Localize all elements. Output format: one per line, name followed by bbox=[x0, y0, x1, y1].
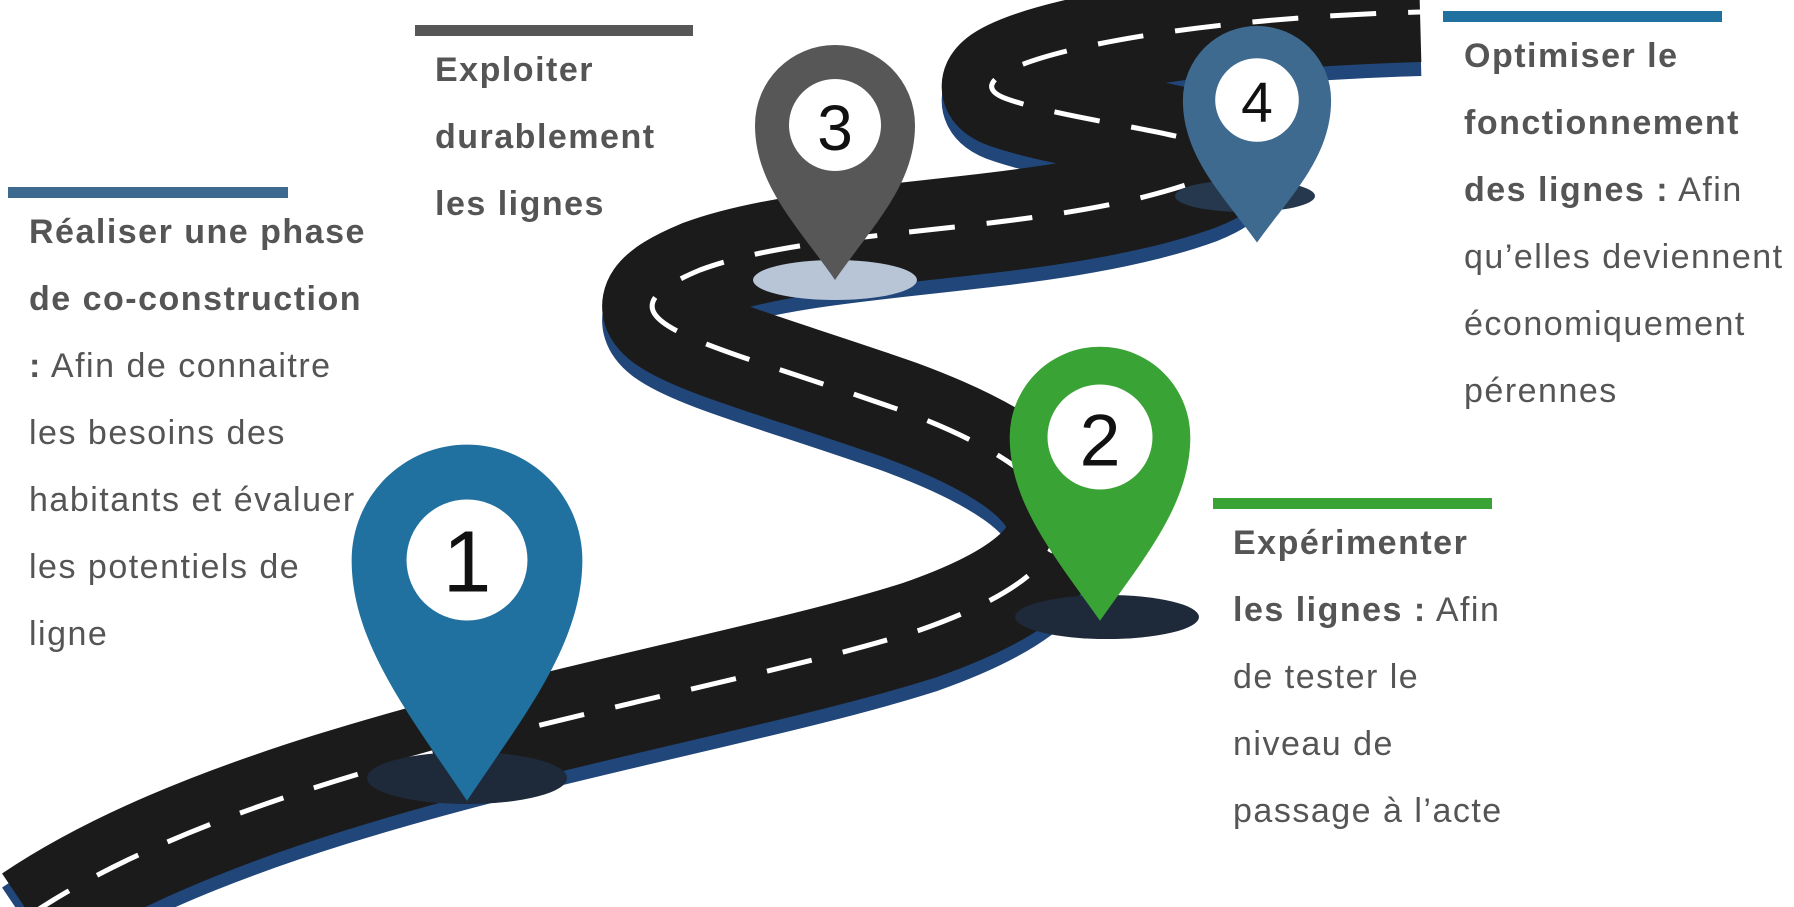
map-pin-icon: 4 bbox=[1182, 25, 1332, 243]
pin-3-badge bbox=[789, 79, 881, 171]
step-4-accent-bar bbox=[1443, 11, 1722, 22]
step-1-description: Afin de connaitre les besoins des habita… bbox=[29, 347, 356, 653]
map-pin-icon: 3 bbox=[755, 45, 915, 280]
map-pin-icon: 1 bbox=[351, 444, 583, 801]
step-2-description: Afin de tester le niveau de passage à l’… bbox=[1233, 591, 1503, 830]
step-4-title: Optimiser le fonctionnement des lignes : bbox=[1464, 37, 1740, 209]
pin-4-number: 4 bbox=[1241, 71, 1273, 135]
step-3-accent-bar bbox=[415, 25, 693, 36]
pin-2-shadow bbox=[1015, 595, 1199, 639]
step-1-title: Réaliser une phase de co-construction : bbox=[29, 213, 366, 385]
pin-4-badge bbox=[1215, 58, 1299, 142]
step-2-title: Expérimenter les lignes : bbox=[1233, 524, 1469, 629]
step-1-text: Réaliser une phase de co-construction : … bbox=[29, 199, 369, 668]
pin-3-number: 3 bbox=[817, 92, 853, 164]
step-3-title: Exploiter durablement les lignes bbox=[435, 51, 656, 223]
pin-2-badge bbox=[1047, 384, 1153, 490]
step-4-text: Optimiser le fonctionnement des lignes :… bbox=[1464, 23, 1794, 425]
pin-1-badge bbox=[406, 499, 528, 621]
map-pin-icon: 2 bbox=[1009, 346, 1191, 621]
pin-2-number: 2 bbox=[1080, 398, 1121, 481]
step-3-text: Exploiter durablement les lignes bbox=[435, 37, 695, 238]
road-center-line bbox=[37, 9, 1421, 907]
step-2-text: Expérimenter les lignes : Afin de tester… bbox=[1233, 510, 1503, 845]
step-4-description: Afin qu’elles deviennent économiquement … bbox=[1464, 171, 1784, 410]
pin-1-body bbox=[351, 444, 583, 801]
pin-1-number: 1 bbox=[443, 512, 492, 610]
step-1-accent-bar bbox=[8, 187, 288, 198]
step-2-accent-bar bbox=[1213, 498, 1492, 509]
